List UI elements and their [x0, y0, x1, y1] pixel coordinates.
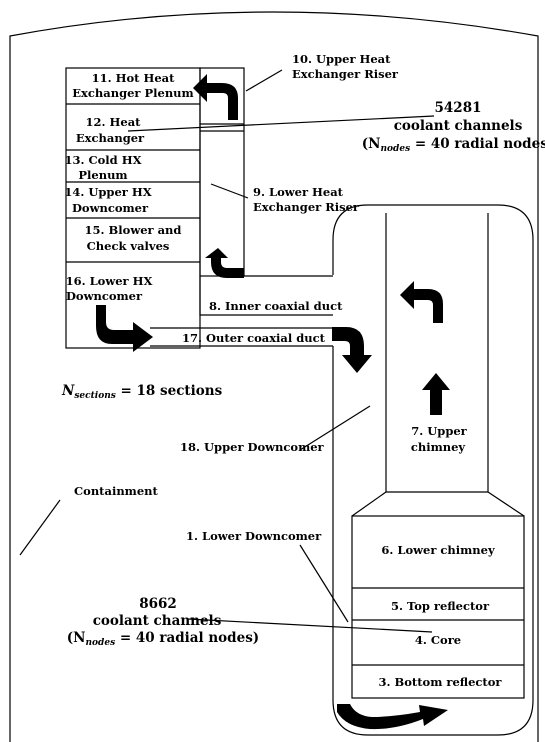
label-c18: 18. Upper Downcomer: [180, 440, 325, 454]
label-c12-line1: 12. Heat: [86, 115, 142, 129]
label-c12-line2: Exchanger: [76, 131, 145, 145]
label-c10-line1: 10. Upper Heat: [292, 52, 391, 66]
label-c7-line1: 7. Upper: [411, 424, 467, 438]
hx-channel-text: coolant channels: [394, 118, 523, 134]
label-c15-line1: 15. Blower and: [85, 223, 182, 237]
core-stack: [351, 515, 525, 699]
flow-arrow-hot-plenum: [193, 74, 238, 120]
label-c7-line2: chimney: [411, 440, 466, 454]
sections-text: Nsections = 18 sections: [61, 383, 223, 401]
label-c11-line1: 11. Hot Heat: [92, 71, 175, 85]
label-c6: 6. Lower chimney: [381, 543, 495, 557]
label-c5: 5. Top reflector: [391, 599, 490, 613]
label-c13-line1: 13. Cold HX: [64, 153, 141, 167]
label-c16-line2: Downcomer: [66, 289, 143, 303]
flow-arrow-hx-downcomer: [96, 305, 153, 352]
containment-outline: [9, 11, 539, 742]
label-c1: 1. Lower Downcomer: [186, 529, 322, 543]
hx-nodes-text: (Nnodes = 40 radial nodes): [362, 136, 545, 154]
label-c3: 3. Bottom reflector: [379, 675, 503, 689]
label-c9-line1: 9. Lower Heat: [253, 185, 344, 199]
label-c8: 8. Inner coaxial duct: [209, 299, 343, 313]
reactor-vessel: [332, 204, 534, 736]
flow-arrow-chimney-up: [422, 373, 450, 415]
label-c14-line1: 14. Upper HX: [64, 185, 151, 199]
label-c10-line2: Exchanger Riser: [292, 67, 399, 81]
label-c4: 4. Core: [415, 633, 461, 647]
label-c13-line2: Plenum: [78, 168, 127, 182]
label-c9-line2: Exchanger Riser: [253, 200, 360, 214]
label-c11-line2: Exchanger Plenum: [72, 86, 193, 100]
label-c14-line2: Downcomer: [72, 201, 149, 215]
core-channel-count: 8662: [139, 596, 177, 612]
label-c16-line1: 16. Lower HX: [66, 274, 153, 288]
core-nodes-text: (Nnodes = 40 radial nodes): [67, 630, 259, 648]
flow-arrow-bottom-plenum: [337, 704, 448, 730]
hx-channel-count: 54281: [435, 100, 482, 116]
flow-arrow-vessel-entry: [332, 327, 372, 373]
label-containment: Containment: [74, 484, 159, 498]
label-c15-line2: Check valves: [87, 239, 170, 253]
flow-arrow-riser: [205, 248, 244, 278]
flow-arrow-chimney-top: [400, 281, 443, 323]
core-channel-text: coolant channels: [93, 613, 222, 629]
label-c17: 17. Outer coaxial duct: [182, 331, 326, 345]
